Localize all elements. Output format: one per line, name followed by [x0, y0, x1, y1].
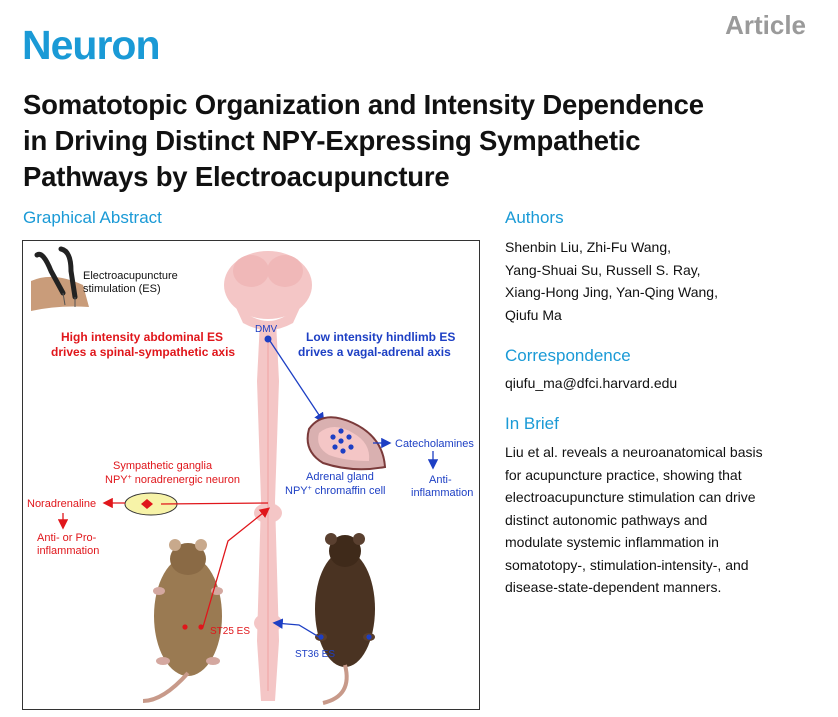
adrenal-label-2: NPY+ chromaffin cell — [285, 485, 386, 497]
correspondence-email[interactable]: qiufu_ma@dfci.harvard.edu — [505, 375, 678, 391]
title-line: Somatotopic Organization and Intensity D… — [23, 89, 704, 120]
anti-pro-label-1: Anti- or Pro- — [37, 532, 97, 544]
ganglia-label-2: NPY+ noradrenergic neuron — [105, 474, 240, 486]
st36-input-arrow — [272, 618, 320, 638]
graphical-abstract-svg: Electroacupuncture stimulation (ES) DMV … — [27, 246, 474, 705]
graphical-abstract-heading: Graphical Abstract — [23, 208, 162, 227]
title-line: Pathways by Electroacupuncture — [23, 161, 450, 192]
paper-title: Somatotopic Organization and Intensity D… — [23, 87, 823, 195]
mouse-supine-illustration — [142, 539, 223, 703]
in-brief-text: Liu et al. reveals a neuroanatomical bas… — [505, 441, 763, 599]
in-brief-line: Liu et al. reveals a neuroanatomical bas… — [505, 444, 763, 460]
ganglia-label-1: Sympathetic ganglia — [113, 460, 213, 472]
in-brief-line: somatotopy-, stimulation-intensity-, and — [505, 556, 749, 573]
st36-label: ST36 ES — [295, 649, 335, 660]
correspondence-heading: Correspondence — [505, 346, 631, 365]
dmv-dot — [264, 335, 272, 343]
journal-name: Neuron — [22, 22, 160, 68]
noradrenergic-neuron-icon — [141, 499, 153, 509]
adrenal-label-1: Adrenal gland — [306, 471, 374, 483]
low-intensity-label-2: drives a vagal-adrenal axis — [298, 345, 451, 359]
adrenal-gland — [306, 416, 387, 471]
anti-label-2: inflammation — [411, 487, 473, 499]
ganglion-input-line — [160, 502, 269, 505]
graphical-abstract-figure: Electroacupuncture stimulation (ES) DMV … — [22, 240, 480, 710]
mouse-prone-illustration — [315, 533, 375, 705]
in-brief-line: distinct autonomic pathways and — [505, 511, 708, 528]
st25-point-right — [198, 624, 204, 630]
electroacupuncture-icon — [31, 246, 89, 311]
noradrenaline-label: Noradrenaline — [27, 498, 96, 510]
author-line: Yang-Shuai Su, Russell S. Ray, — [505, 261, 701, 278]
high-intensity-label-1: High intensity abdominal ES — [61, 330, 223, 344]
authors-heading: Authors — [505, 208, 564, 227]
in-brief-line: modulate systemic inflammation in — [505, 534, 719, 550]
author-line: Shenbin Liu, Zhi-Fu Wang, — [505, 239, 672, 255]
author-line: Qiufu Ma — [505, 306, 562, 323]
in-brief-line: for acupuncture practice, showing that — [505, 466, 742, 483]
in-brief-line: disease-state-dependent manners. — [505, 579, 722, 595]
high-intensity-label-2: drives a spinal-sympathetic axis — [51, 345, 235, 359]
spinal-sympathetic-arrow — [202, 507, 271, 628]
anti-pro-label-2: inflammation — [37, 545, 99, 557]
vagal-arrow — [269, 340, 325, 424]
authors-list: Shenbin Liu, Zhi-Fu Wang, Yang-Shuai Su,… — [505, 236, 718, 326]
catecholamines-label: Catecholamines — [395, 438, 474, 450]
dmv-label: DMV — [255, 324, 278, 335]
es-label-1: Electroacupuncture — [83, 270, 178, 282]
title-line: in Driving Distinct NPY-Expressing Sympa… — [23, 125, 641, 156]
in-brief-line: electroacupuncture stimulation can drive — [505, 489, 756, 505]
anti-label-1: Anti- — [429, 474, 452, 486]
es-label-2: stimulation (ES) — [83, 283, 161, 295]
st25-label: ST25 ES — [210, 626, 250, 637]
st25-point-left — [182, 624, 188, 630]
st36-point-left — [318, 634, 324, 640]
article-type: Article — [725, 10, 806, 40]
st36-point-right — [366, 634, 372, 640]
in-brief-heading: In Brief — [505, 414, 559, 433]
author-line: Xiang-Hong Jing, Yan-Qing Wang, — [505, 284, 718, 300]
low-intensity-label-1: Low intensity hindlimb ES — [306, 330, 455, 344]
